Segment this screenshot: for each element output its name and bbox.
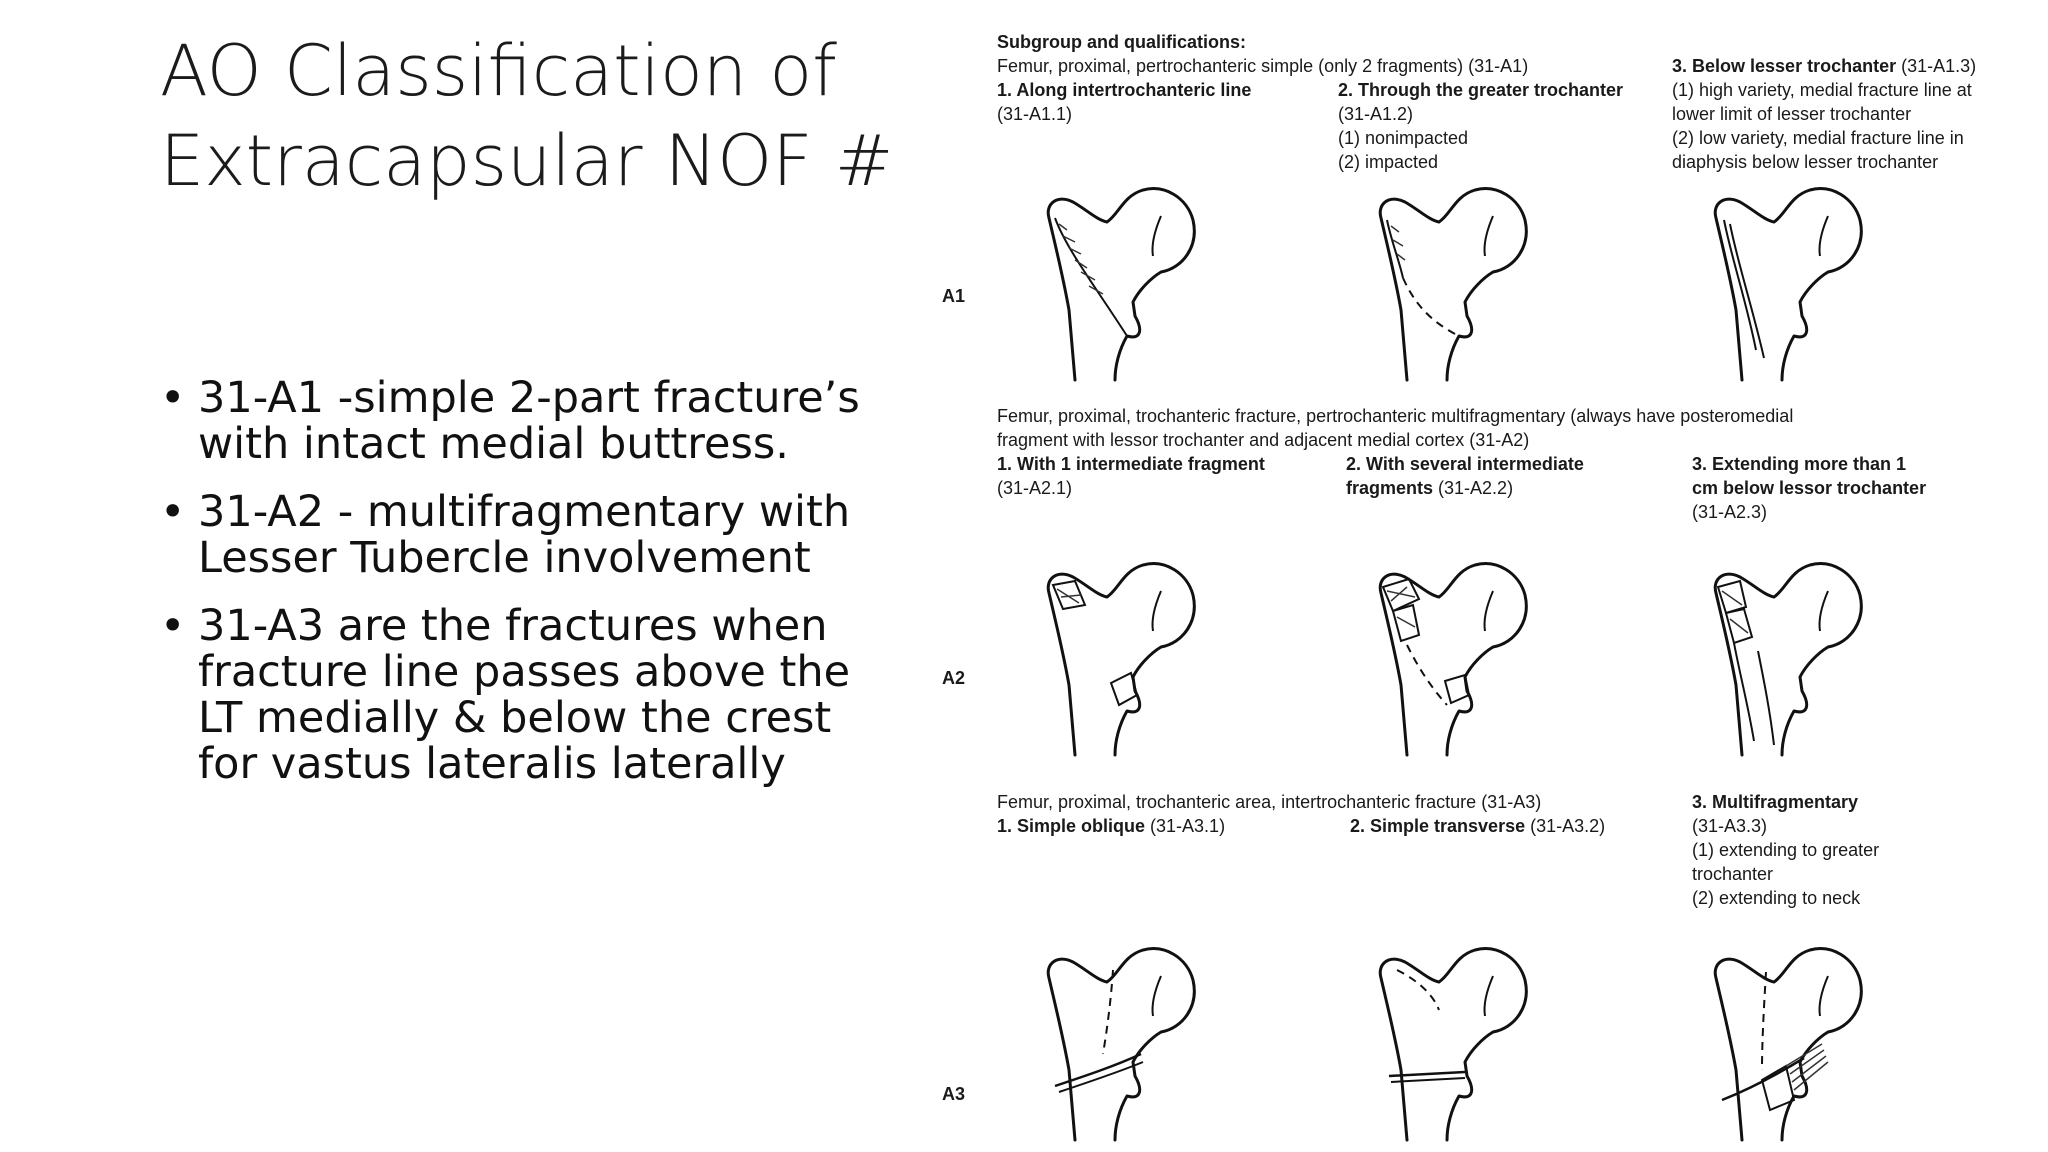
a2-3-code: (31-A2.3) xyxy=(1692,502,1768,522)
a1-description: Femur, proximal, pertrochanteric simple … xyxy=(997,56,1529,76)
a1-1-code: (31-A1.1) xyxy=(997,104,1073,124)
femur-a3-1 xyxy=(1046,947,1196,1142)
a2-2-code: (31-A2.2) xyxy=(1433,478,1514,498)
bullet-item: 31-A3 are the fractures when fracture li… xyxy=(160,603,880,787)
femur-a3-2 xyxy=(1378,947,1528,1142)
a1-3-title: 3. Below lesser trochanter xyxy=(1672,56,1897,76)
femur-a2-3 xyxy=(1713,562,1863,757)
row-label-a2: A2 xyxy=(942,668,966,688)
a1-3-header: 3. Below lesser trochanter (31-A1.3) xyxy=(1672,54,1976,78)
title-line-2: Extracapsular NOF # xyxy=(160,120,894,202)
row-label-a3: A3 xyxy=(942,1084,966,1104)
femur-a3-3 xyxy=(1713,947,1863,1142)
figure-header: Subgroup and qualifications: xyxy=(997,32,1246,52)
a1-3-text: (1) high variety, medial fracture line a… xyxy=(1672,80,1972,172)
a3-2-line: 2. Simple transverse (31-A3.2) xyxy=(1350,814,1605,838)
a3-3-title: 3. Multifragmentary xyxy=(1692,792,1859,812)
row-label-a1: A1 xyxy=(942,286,966,306)
a3-3-text: (31-A3.3) (1) extending to greater troch… xyxy=(1692,816,1880,908)
a1-1-title: 1. Along intertrochanteric line xyxy=(997,80,1252,100)
a2-2-title-2: fragments xyxy=(1346,478,1434,498)
a3-2-title: 2. Simple transverse xyxy=(1350,816,1526,836)
a1-2-text: (31-A1.2) (1) nonimpacted (2) impacted xyxy=(1338,104,1469,172)
a3-2-code: (31-A3.2) xyxy=(1525,816,1606,836)
a2-3-title: 3. Extending more than 1 cm below lessor… xyxy=(1692,454,1927,498)
a2-description: Femur, proximal, trochanteric fracture, … xyxy=(997,406,1794,450)
bullet-item: 31-A2 - multifragmentary with Lesser Tub… xyxy=(160,489,880,581)
a1-3-code: (31-A1.3) xyxy=(1896,56,1977,76)
femur-drawings xyxy=(1046,187,1863,1142)
bullet-item: 31-A1 -simple 2-part fracture’s with int… xyxy=(160,375,880,467)
title-line-1: AO Classification of xyxy=(160,30,837,112)
a2-1-title: 1. With 1 intermediate fragment xyxy=(997,454,1265,474)
bullet-list: 31-A1 -simple 2-part fracture’s with int… xyxy=(160,375,880,809)
a3-1-title: 1. Simple oblique xyxy=(997,816,1146,836)
a1-2-title: 2. Through the greater trochanter xyxy=(1338,80,1624,100)
a3-description: Femur, proximal, trochanteric area, inte… xyxy=(997,792,1542,812)
femur-a2-2 xyxy=(1378,562,1528,757)
a2-2-title: 2. With several intermediate xyxy=(1346,454,1584,474)
a2-1-code: (31-A2.1) xyxy=(997,478,1073,498)
femur-a1-3 xyxy=(1713,187,1863,382)
ao-classification-figure: Subgroup and qualifications: Femur, prox… xyxy=(930,20,2048,1152)
a3-1-code: (31-A3.1) xyxy=(1145,816,1226,836)
a3-1-line: 1. Simple oblique (31-A3.1) xyxy=(997,814,1225,838)
femur-a2-1 xyxy=(1046,562,1196,757)
slide-title: AO Classification of Extracapsular NOF # xyxy=(160,26,920,206)
femur-a1-1 xyxy=(1046,187,1196,382)
femur-a1-2 xyxy=(1378,187,1528,382)
a2-2-line2: fragments (31-A2.2) xyxy=(1346,476,1513,500)
